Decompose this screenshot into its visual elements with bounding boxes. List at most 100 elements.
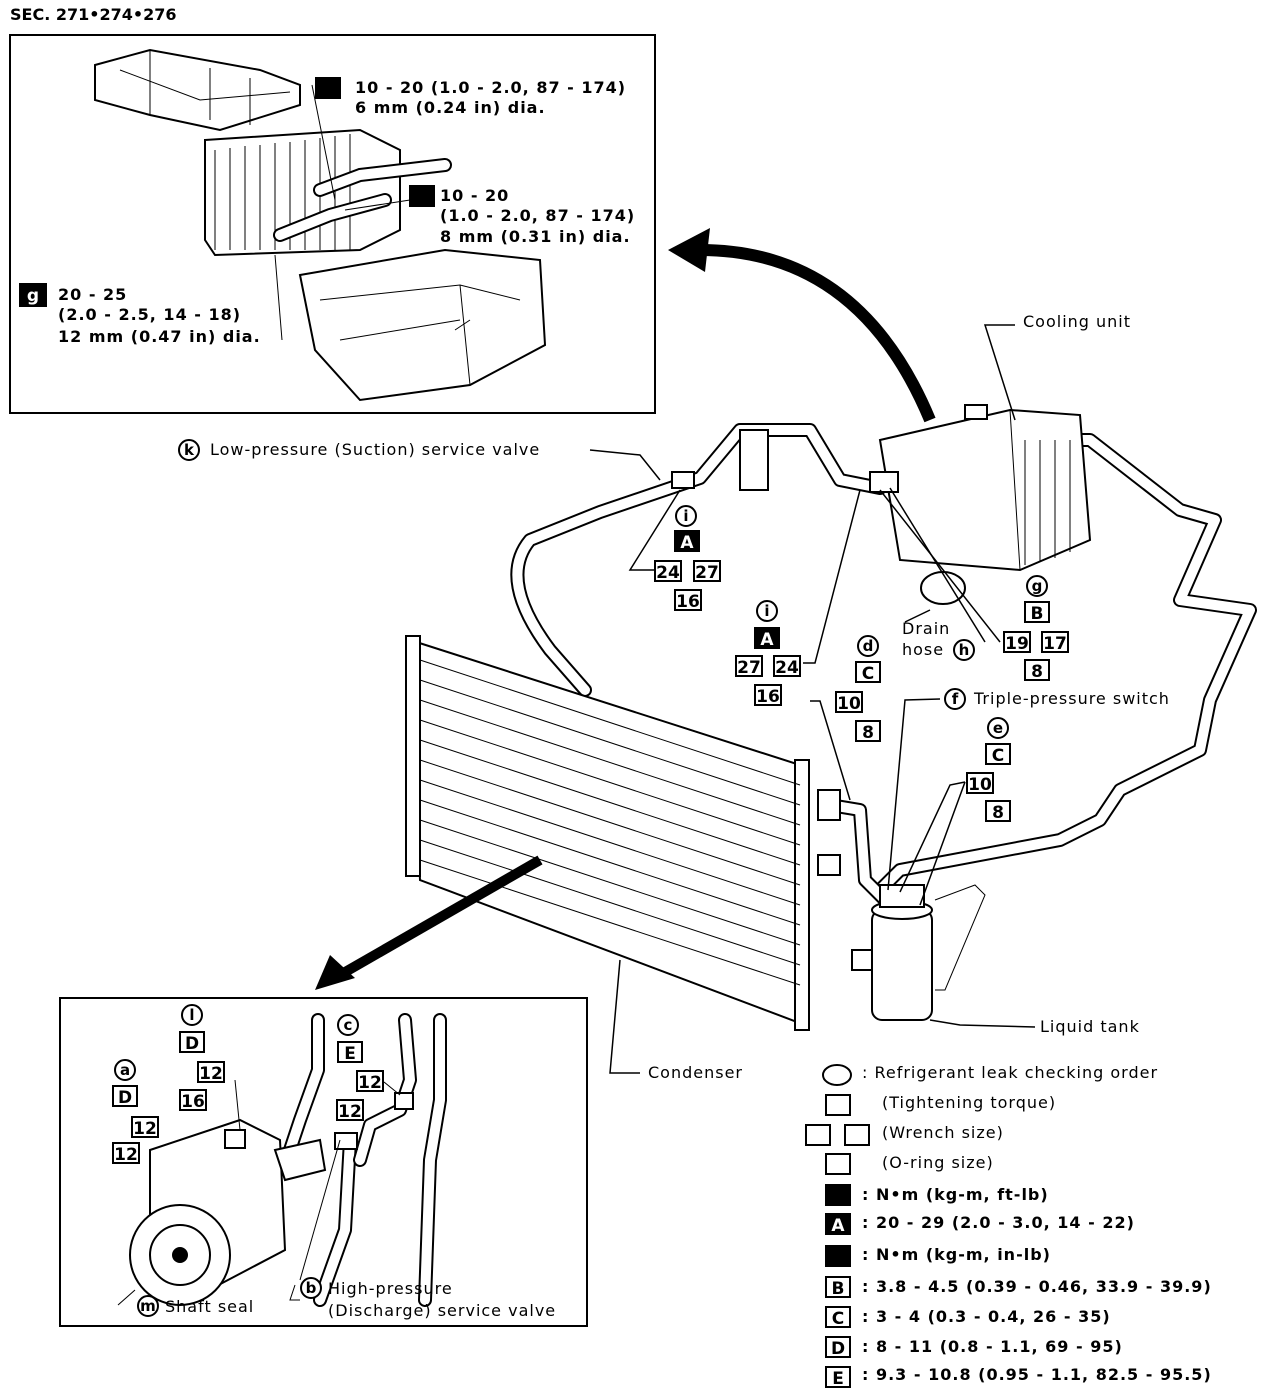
- drain-hose-label-2: hose: [902, 640, 944, 659]
- code-8: [1024, 659, 1050, 681]
- code-D: [179, 1031, 205, 1053]
- code-12-label: 12: [338, 1102, 362, 1122]
- code-24: [773, 655, 801, 677]
- code-27: [735, 655, 763, 677]
- code-16: [754, 684, 782, 706]
- condenser-label: Condenser: [648, 1063, 743, 1082]
- legend-code-D-label: D: [831, 1339, 845, 1359]
- marker-f: [944, 688, 966, 710]
- code-27-label: 27: [737, 658, 761, 678]
- torque3-line1: 20 - 25: [58, 285, 127, 304]
- legend-E-value: : 9.3 - 10.8 (0.95 - 1.1, 82.5 - 95.5): [862, 1365, 1212, 1384]
- marker-g: [1026, 575, 1048, 597]
- torque1-line1: 10 - 20 (1.0 - 2.0, 87 - 174): [355, 78, 626, 97]
- cooling-unit-upper-case: [94, 48, 301, 132]
- code-10: [966, 772, 994, 794]
- code-8-label: 8: [1031, 662, 1043, 682]
- legend-code-C-label: C: [832, 1309, 844, 1329]
- marker-c: [337, 1014, 359, 1036]
- marker-h: [953, 639, 975, 661]
- torque-inlb-icon: [315, 77, 341, 99]
- section-title: SEC. 271•274•276: [10, 5, 177, 24]
- marker-a: [114, 1059, 136, 1081]
- legend-C-value: : 3 - 4 (0.3 - 0.4, 26 - 35): [862, 1307, 1111, 1326]
- code-16-label: 16: [181, 1092, 205, 1112]
- code-E-label: E: [344, 1044, 356, 1064]
- code-12-label: 12: [133, 1119, 157, 1139]
- code-19: [1003, 631, 1031, 653]
- drain-hose-label-1: Drain: [902, 619, 950, 638]
- code-27: [693, 560, 721, 582]
- code-C: [855, 661, 881, 683]
- code-C-label: C: [862, 664, 874, 684]
- code-16-label: 16: [756, 687, 780, 707]
- marker-e-label: e: [993, 719, 1003, 737]
- legend-code-E-label: E: [832, 1369, 844, 1389]
- code-24: [654, 560, 682, 582]
- legend-nm-inlb-text: : N•m (kg-m, in-lb): [862, 1245, 1051, 1264]
- legend-circle-symbol: [822, 1064, 852, 1086]
- liquid-tank: [851, 884, 986, 1021]
- marker-d: [857, 635, 879, 657]
- torque-ftlb-icon: [825, 1184, 851, 1206]
- cooling-unit-lower-case: [298, 248, 547, 402]
- code-10-label: 10: [968, 775, 992, 795]
- torque2-line3: 8 mm (0.31 in) dia.: [440, 227, 631, 246]
- marker-k-label: k: [184, 441, 195, 459]
- legend-wrench-symbol: [805, 1124, 831, 1146]
- marker-e: [987, 717, 1009, 739]
- refrigerant-lines: [510, 423, 1257, 907]
- legend-code-B-label: B: [832, 1279, 845, 1299]
- legend: : Refrigerant leak checking order (Tight…: [805, 1063, 1212, 1389]
- legend-nm-ftlb-text: : N•m (kg-m, ft-lb): [862, 1185, 1049, 1204]
- cooling-unit-detail-inset: 10 - 20 (1.0 - 2.0, 87 - 174) 6 mm (0.24…: [9, 34, 656, 414]
- compressor-detail-inset: l D c E a D 12 16 12 12 12 12 m Shaft se…: [59, 997, 588, 1327]
- torque-inlb-icon: [409, 185, 435, 207]
- legend-code-E: [825, 1366, 851, 1388]
- legend-code-A: [825, 1213, 851, 1235]
- legend-D-value: : 8 - 11 (0.8 - 1.1, 69 - 95): [862, 1337, 1123, 1356]
- code-12: [336, 1099, 364, 1121]
- marker-i: [675, 505, 697, 527]
- code-16: [179, 1089, 207, 1111]
- code-12: [197, 1061, 225, 1083]
- marker-i: [756, 600, 778, 622]
- code-27-label: 27: [695, 563, 719, 583]
- condenser: [405, 635, 841, 1031]
- liquid-tank-label: Liquid tank: [1040, 1017, 1140, 1036]
- code-12-label: 12: [199, 1064, 223, 1084]
- code-C-label: C: [992, 746, 1004, 766]
- marker-f-label: f: [952, 690, 959, 708]
- marker-l-label: l: [189, 1006, 194, 1024]
- marker-a-label: a: [120, 1061, 130, 1079]
- code-24-label: 24: [775, 658, 799, 678]
- code-8-label: 8: [992, 803, 1004, 823]
- code-12: [112, 1142, 140, 1164]
- legend-torque-symbol: [825, 1094, 851, 1116]
- code-16-label: 16: [676, 592, 700, 612]
- arrow-head-top: [668, 228, 710, 272]
- code-A: [754, 627, 780, 649]
- code-A-label: A: [760, 630, 774, 650]
- code-10: [835, 691, 863, 713]
- marker-g-label: g: [1032, 577, 1043, 595]
- legend-code-A-label: A: [831, 1216, 845, 1236]
- legend-oring-symbol: [825, 1153, 851, 1175]
- code-B-label: B: [1031, 604, 1044, 624]
- code-D: [112, 1085, 138, 1107]
- code-10-label: 10: [837, 694, 861, 714]
- code-19-label: 19: [1005, 634, 1029, 654]
- code-17-label: 17: [1043, 634, 1067, 654]
- torque3-line2: (2.0 - 2.5, 14 - 18): [58, 305, 241, 324]
- arrow-to-bottom-inset: [337, 855, 543, 980]
- marker-k: [178, 439, 200, 461]
- code-D-label: D: [118, 1088, 132, 1108]
- code-12-label: 12: [358, 1073, 382, 1093]
- code-8-label: 8: [862, 723, 874, 743]
- legend-wrench-text: (Wrench size): [882, 1123, 1004, 1142]
- code-A: [674, 530, 700, 552]
- leader-lines: [589, 324, 1036, 1074]
- code-B: [1024, 601, 1050, 623]
- marker-m: [137, 1295, 159, 1317]
- arrow-head-bottom: [315, 955, 355, 990]
